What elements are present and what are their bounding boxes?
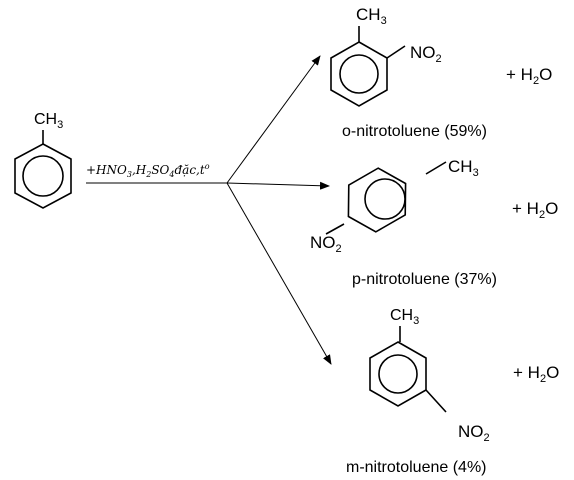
para-nitro-bond [325,223,345,235]
para-name-label: p-nitrotoluene (37%) [352,271,497,288]
meta-aromatic-circle [378,354,418,394]
ortho-aromatic-circle [339,54,379,94]
reactant-methyl-label: CH3 [34,111,63,131]
reaction-conditions: +HNO3,H2SO4đặc,to [86,162,210,179]
meta-water-label: + H2O [513,363,559,385]
meta-name-label: m-nitrotoluene (4%) [346,459,487,476]
reactant-aromatic-circle [22,155,64,197]
meta-methyl-label: CH3 [390,307,419,327]
para-methyl-label: CH3 [448,157,479,179]
product-ortho: CH3 NO2 + H2O o-nitrotoluene (59%) [330,5,552,140]
ortho-water-label: + H2O [506,65,552,87]
meta-nitro-label: NO2 [458,422,490,444]
arrow-to-ortho [226,55,321,184]
ortho-nitro-bond [386,45,406,59]
reactant-benzene-ring [14,143,72,209]
meta-nitro-bond [425,389,447,413]
arrow-to-para [226,181,330,190]
ortho-methyl-label: CH3 [356,5,387,27]
ortho-name-label: o-nitrotoluene (59%) [342,123,487,140]
meta-benzene-ring [369,341,427,407]
para-water-label: + H2O [512,199,558,221]
reactant-toluene: CH3 [14,111,72,209]
para-methyl-bond [425,161,447,175]
para-aromatic-circle [364,178,406,220]
ortho-nitro-label: NO2 [410,43,442,65]
product-para: CH3 NO2 + H2O p-nitrotoluene (37%) [310,157,558,288]
para-nitro-label: NO2 [310,233,342,255]
para-benzene-ring [347,167,407,233]
product-meta: CH3 NO2 + H2O m-nitrotoluene (4%) [346,307,559,476]
arrow-to-meta [226,182,332,365]
